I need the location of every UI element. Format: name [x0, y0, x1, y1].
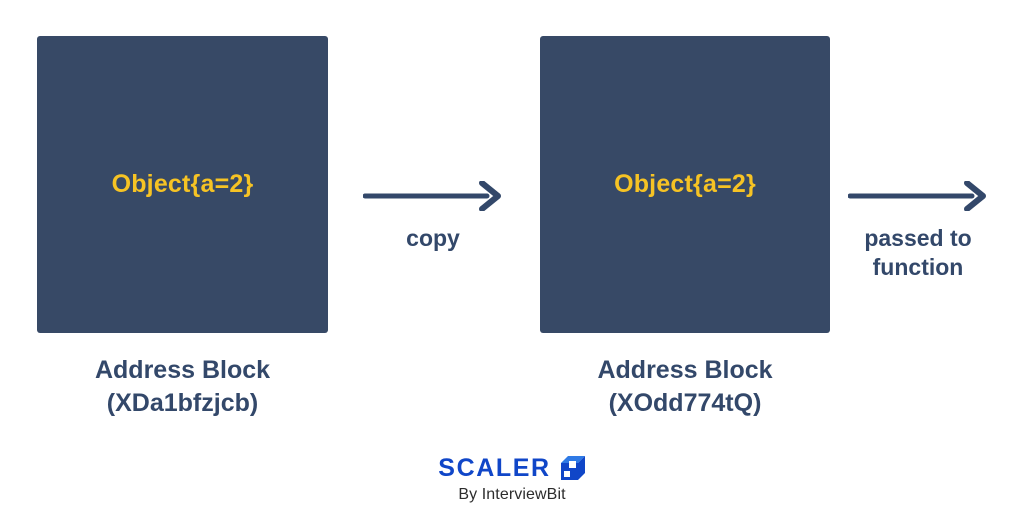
arrow-copy-label: copy	[363, 224, 503, 253]
scaler-cube-icon	[560, 456, 585, 480]
address-block-1-caption-line-2: (XDa1bfzjcb)	[106, 389, 259, 417]
address-block-1-caption-line-1: Address Block	[94, 356, 271, 384]
address-block-1: Object{a=2}	[37, 36, 328, 333]
arrow-passed-to-function-label: passed to function	[838, 224, 998, 283]
address-block-1-content: Object{a=2}	[111, 170, 254, 198]
arrow-right-icon-passed-to-function	[848, 181, 986, 211]
scaler-logo-row: SCALER	[438, 455, 585, 481]
arrow-copy-label-line-1: copy	[406, 225, 460, 251]
address-block-2-caption-line-2: (XOdd774tQ)	[608, 389, 762, 417]
address-block-2-caption-line-1: Address Block	[597, 356, 773, 384]
scaler-logo: SCALER By InterviewBit	[0, 455, 1024, 503]
address-block-2-caption: Address Block (XOdd774tQ)	[540, 354, 830, 420]
arrow-passed-to-function-label-line-1: passed to	[864, 225, 972, 251]
arrow-right-icon-copy	[363, 181, 501, 211]
address-block-1-caption: Address Block (XDa1bfzjcb)	[37, 354, 328, 420]
address-block-2-content: Object{a=2}	[614, 170, 756, 198]
scaler-wordmark: SCALER	[438, 453, 551, 482]
address-block-2: Object{a=2}	[540, 36, 830, 333]
arrow-passed-to-function-label-line-2: function	[872, 254, 964, 281]
scaler-tagline: By InterviewBit	[458, 486, 566, 503]
